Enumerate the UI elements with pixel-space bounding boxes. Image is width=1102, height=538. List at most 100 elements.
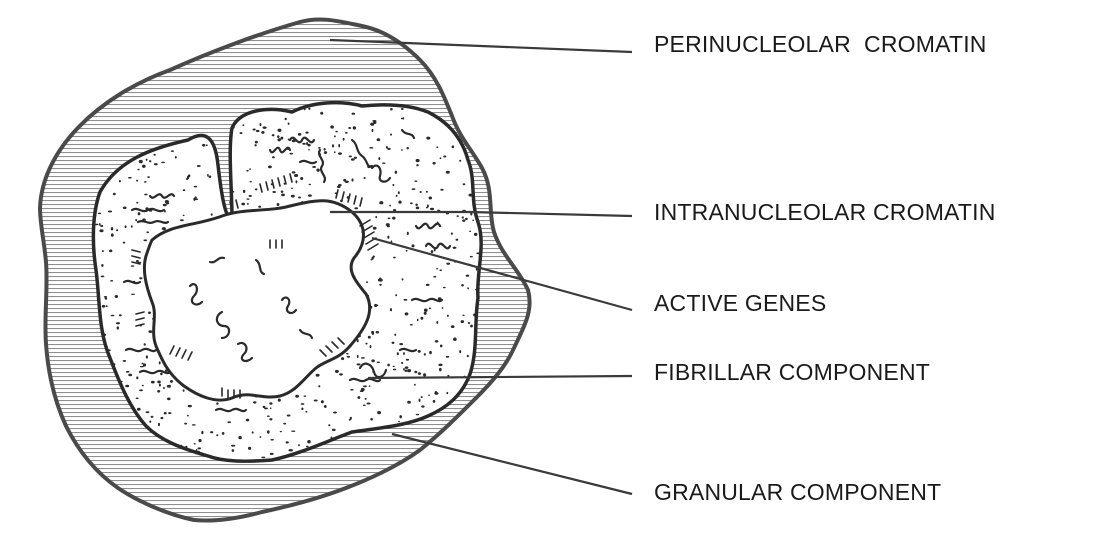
granule-dot: [247, 203, 249, 205]
granule-dot: [308, 108, 310, 110]
granule-dot: [370, 418, 373, 421]
granule-dot: [286, 441, 289, 443]
granule-dot: [354, 207, 358, 209]
granule-dot: [401, 108, 404, 110]
granule-dot: [334, 135, 336, 137]
granule-dot: [202, 144, 205, 147]
granule-dot: [431, 250, 434, 253]
granule-dot: [350, 389, 354, 391]
granule-dot: [414, 371, 417, 373]
granule-dot: [414, 180, 417, 182]
granule-dot: [478, 102, 480, 105]
granule-dot: [397, 352, 399, 355]
granule-dot: [328, 424, 330, 426]
granule-dot: [267, 430, 270, 433]
granule-dot: [128, 374, 132, 377]
granule-dot: [281, 194, 285, 197]
granule-dot: [253, 128, 256, 130]
granule-dot: [414, 384, 416, 386]
granule-dot: [433, 400, 436, 403]
granule-dot: [216, 402, 218, 404]
granule-dot: [470, 256, 473, 258]
granule-dot: [446, 263, 450, 265]
granule-dot: [153, 154, 155, 156]
granule-dot: [349, 156, 352, 158]
granule-dot: [139, 389, 143, 391]
granule-dot: [473, 313, 476, 316]
granule-dot: [207, 174, 209, 177]
granule-dot: [419, 399, 421, 402]
granule-dot: [429, 351, 432, 354]
granule-dot: [131, 225, 133, 228]
granule-dot: [453, 247, 457, 249]
granule-dot: [209, 176, 212, 178]
granule-dot: [424, 353, 426, 356]
granule-dot: [407, 369, 411, 372]
granule-dot: [424, 309, 428, 312]
granule-dot: [305, 411, 307, 413]
granule-dot: [119, 180, 121, 182]
granule-dot: [415, 204, 417, 207]
granule-dot: [396, 195, 398, 197]
granule-dot: [474, 233, 477, 236]
granule-dot: [411, 244, 414, 247]
granule-dot: [347, 356, 351, 358]
granule-dot: [148, 330, 152, 333]
granule-dot: [255, 188, 258, 190]
granule-dot: [433, 276, 436, 278]
granule-dot: [171, 150, 174, 152]
granule-dot: [330, 436, 332, 439]
granule-dot: [475, 450, 479, 453]
granule-dot: [463, 183, 466, 185]
granule-dot: [468, 137, 471, 140]
granule-dot: [470, 325, 473, 328]
granule-dot: [167, 398, 171, 401]
granule-dot: [440, 344, 443, 347]
granule-dot: [281, 190, 284, 192]
granule-dot: [399, 415, 402, 418]
granule-dot: [246, 419, 249, 422]
granule-dot: [123, 360, 127, 362]
diagram-labels: PERINUCLEOLAR CROMATIN INTRANUCLEOLAR CR…: [654, 31, 996, 505]
granule-dot: [424, 312, 427, 315]
granule-dot: [119, 381, 122, 383]
granule-dot: [392, 184, 394, 186]
granule-dot: [334, 151, 336, 153]
granule-dot: [474, 459, 476, 461]
granule-dot: [457, 100, 460, 102]
granule-dot: [366, 403, 370, 405]
granule-dot: [306, 142, 308, 145]
granule-dot: [324, 405, 327, 408]
granule-dot: [267, 415, 270, 417]
granule-dot: [227, 421, 231, 423]
granule-dot: [461, 284, 464, 286]
granule-dot: [111, 315, 115, 317]
granule-dot: [180, 445, 183, 447]
granule-dot: [363, 385, 367, 387]
granule-dot: [243, 190, 245, 193]
granule-dot: [99, 229, 103, 232]
granule-dot: [405, 312, 409, 315]
granule-dot: [305, 132, 308, 134]
granule-dot: [352, 113, 355, 115]
granule-dot: [403, 368, 405, 371]
granule-dot: [462, 426, 465, 429]
granule-dot: [349, 419, 351, 421]
granule-dot: [301, 403, 305, 405]
granule-dot: [242, 124, 244, 126]
granule-dot: [166, 202, 169, 204]
granule-dot: [387, 148, 390, 150]
granule-dot: [280, 137, 283, 140]
granule-dot: [277, 138, 281, 141]
granule-dot: [307, 440, 311, 443]
granule-dot: [420, 191, 422, 193]
granule-dot: [446, 171, 450, 174]
granule-dot: [377, 138, 381, 141]
granule-dot: [405, 366, 409, 369]
granule-dot: [110, 280, 113, 282]
granule-dot: [353, 126, 356, 129]
granule-dot: [439, 269, 442, 271]
granule-dot: [291, 187, 293, 189]
granule-dot: [157, 381, 161, 384]
granule-dot: [388, 218, 391, 220]
